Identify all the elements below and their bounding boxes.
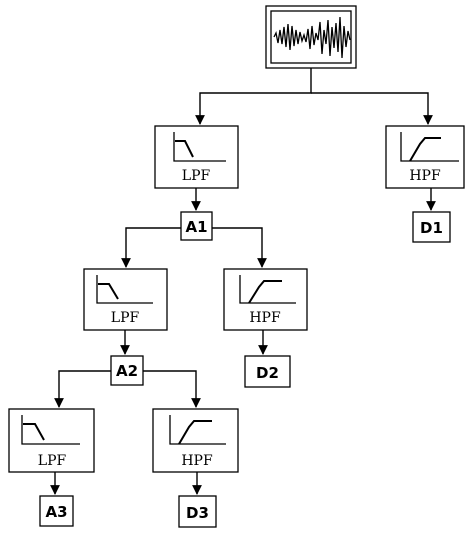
- highpass-response-icon: [239, 275, 296, 304]
- filter-label: HPF: [409, 168, 441, 184]
- node-label: D1: [420, 219, 443, 237]
- highpass-response-icon: [400, 132, 459, 162]
- lpf-block-level-1: LPF: [154, 125, 239, 189]
- filter-label: LPF: [182, 168, 211, 184]
- filter-label: LPF: [111, 310, 140, 326]
- node-d1: D1: [412, 211, 451, 243]
- node-a1: A1: [180, 211, 213, 241]
- node-d3: D3: [178, 495, 217, 528]
- hpf-block-level-3: HPF: [152, 408, 239, 473]
- lowpass-response-icon: [173, 132, 226, 162]
- filter-label: LPF: [38, 453, 67, 469]
- lpf-block-level-2: LPF: [83, 268, 168, 331]
- node-d2: D2: [244, 355, 291, 388]
- filter-label: HPF: [181, 453, 213, 469]
- noisy-signal-waveform-icon: [273, 16, 351, 59]
- node-a3: A3: [39, 495, 74, 527]
- lowpass-response-icon: [96, 275, 153, 304]
- connector-lines: [50, 68, 436, 495]
- input-signal-block: [265, 5, 357, 69]
- node-label: A1: [185, 218, 207, 236]
- node-label: D3: [186, 504, 209, 522]
- hpf-block-level-2: HPF: [223, 268, 308, 331]
- node-label: D2: [256, 364, 279, 382]
- node-a2: A2: [110, 355, 144, 386]
- filter-label: HPF: [249, 310, 281, 326]
- highpass-response-icon: [169, 415, 226, 445]
- lowpass-response-icon: [21, 415, 80, 445]
- node-label: A3: [45, 503, 67, 521]
- hpf-block-level-1: HPF: [385, 125, 465, 189]
- lpf-block-level-3: LPF: [8, 408, 95, 473]
- node-label: A2: [116, 362, 138, 380]
